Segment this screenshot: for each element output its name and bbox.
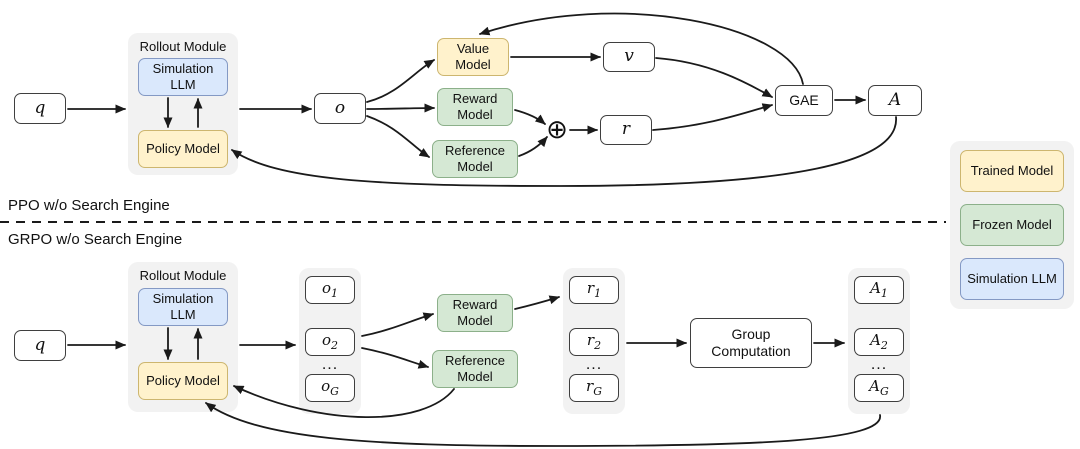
grpo-rollout-module-panel: Rollout Module Simulation LLM Policy Mod… <box>128 262 238 412</box>
ppo-rollout-module-title: Rollout Module <box>139 39 227 54</box>
legend-panel: Trained Model Frozen Model Simulation LL… <box>950 141 1074 309</box>
ppo-reward-model-label: Reward Model <box>452 90 498 122</box>
arrow-grpo-reward-model-to-rewards <box>514 295 560 310</box>
arrow-ppo-r-to-gae <box>652 103 773 131</box>
grpo-reference-model-label: Reference Model <box>445 352 505 384</box>
ppo-reward-model-box: Reward Model <box>437 88 513 126</box>
ppo-reference-model-label: Reference Model <box>445 142 505 174</box>
grpo-advantages-ellipsis: ... <box>870 356 888 373</box>
ppo-query-label: q <box>34 97 46 118</box>
grpo-policy-model-label: Policy Model <box>146 372 220 388</box>
arrow-ppo-o-to-reward-model <box>366 103 435 113</box>
grpo-advantages-panel: A1 A2 ... AG <box>848 268 910 414</box>
arrow-ppo-o-to-value-model <box>366 59 435 103</box>
ppo-simulation-llm-box: Simulation LLM <box>138 58 228 96</box>
legend-simulation-llm-label: Simulation LLM <box>967 270 1057 286</box>
ppo-reward-box: r <box>600 115 652 145</box>
ppo-query-box: q <box>14 93 66 124</box>
ppo-value-model-label: Value Model <box>455 40 491 72</box>
legend-trained-model-label: Trained Model <box>970 162 1054 178</box>
grpo-section-label: GRPO w/o Search Engine <box>8 231 183 248</box>
grpo-query-box: q <box>14 330 66 361</box>
grpo-rollout-module-title: Rollout Module <box>139 268 227 283</box>
grpo-policy-model-box: Policy Model <box>138 362 228 400</box>
grpo-advantage-g-label: AG <box>869 377 889 399</box>
grpo-simulation-llm-label: Simulation LLM <box>152 290 214 322</box>
legend-trained-model: Trained Model <box>960 150 1064 192</box>
ppo-output-box: o <box>314 93 366 124</box>
legend-frozen-model-label: Frozen Model <box>972 216 1052 232</box>
ppo-value-label: v <box>624 46 634 67</box>
arrow-grpo-o2-to-reward-model <box>361 312 434 337</box>
grpo-outputs-panel: o1 o2 ... oG <box>299 268 361 414</box>
ppo-advantage-label: A <box>888 89 902 110</box>
arrow-ppo-o-to-reference-model <box>366 115 430 158</box>
arrow-ppo-v-to-gae <box>655 57 773 98</box>
ppo-reward-label: r <box>621 119 631 140</box>
ppo-advantage-box: A <box>868 85 922 116</box>
grpo-output-1-label: o1 <box>321 279 339 301</box>
grpo-output-2-box: o2 <box>305 328 355 356</box>
ppo-gae-box: GAE <box>775 85 833 116</box>
ppo-policy-model-label: Policy Model <box>146 140 220 156</box>
grpo-outputs-ellipsis: ... <box>321 356 339 373</box>
grpo-group-computation-box: Group Computation <box>690 318 812 368</box>
grpo-reward-model-label: Reward Model <box>452 296 498 328</box>
plus-circle-icon: ⊕ <box>546 115 568 145</box>
grpo-rewards-ellipsis: ... <box>585 356 603 373</box>
grpo-advantage-1-label: A1 <box>870 279 888 301</box>
ppo-policy-model-box: Policy Model <box>138 130 228 168</box>
grpo-reward-1-box: r1 <box>569 276 619 304</box>
grpo-rewards-panel: r1 r2 ... rG <box>563 268 625 414</box>
grpo-output-2-label: o2 <box>321 331 339 353</box>
grpo-advantage-g-box: AG <box>854 374 904 402</box>
ppo-rollout-module-panel: Rollout Module Simulation LLM Policy Mod… <box>128 33 238 175</box>
ppo-value-model-box: Value Model <box>437 38 509 76</box>
legend-simulation-llm: Simulation LLM <box>960 258 1064 300</box>
grpo-simulation-llm-box: Simulation LLM <box>138 288 228 326</box>
grpo-advantage-2-label: A2 <box>870 331 888 353</box>
grpo-reference-model-box: Reference Model <box>432 350 518 388</box>
ppo-output-label: o <box>334 97 346 118</box>
grpo-reward-g-label: rG <box>586 377 602 399</box>
grpo-output-1-box: o1 <box>305 276 355 304</box>
grpo-advantage-2-box: A2 <box>854 328 904 356</box>
grpo-group-computation-label: Group Computation <box>711 325 791 360</box>
grpo-output-g-label: oG <box>321 377 339 399</box>
grpo-reward-2-label: r2 <box>586 331 602 353</box>
grpo-reward-1-label: r1 <box>586 279 602 301</box>
ppo-gae-label: GAE <box>789 91 819 108</box>
arrow-ppo-reward-model-to-plus <box>514 109 546 125</box>
grpo-reward-g-box: rG <box>569 374 619 402</box>
arrow-grpo-o2-to-reference-model <box>361 347 429 369</box>
grpo-advantage-1-box: A1 <box>854 276 904 304</box>
ppo-section-label: PPO w/o Search Engine <box>8 197 170 214</box>
grpo-reward-2-box: r2 <box>569 328 619 356</box>
ppo-reference-model-box: Reference Model <box>432 140 518 178</box>
legend-frozen-model: Frozen Model <box>960 204 1064 246</box>
ppo-value-box: v <box>603 42 655 72</box>
grpo-query-label: q <box>34 334 46 355</box>
grpo-reward-model-box: Reward Model <box>437 294 513 332</box>
ppo-simulation-llm-label: Simulation LLM <box>152 60 214 92</box>
grpo-output-g-box: oG <box>305 374 355 402</box>
